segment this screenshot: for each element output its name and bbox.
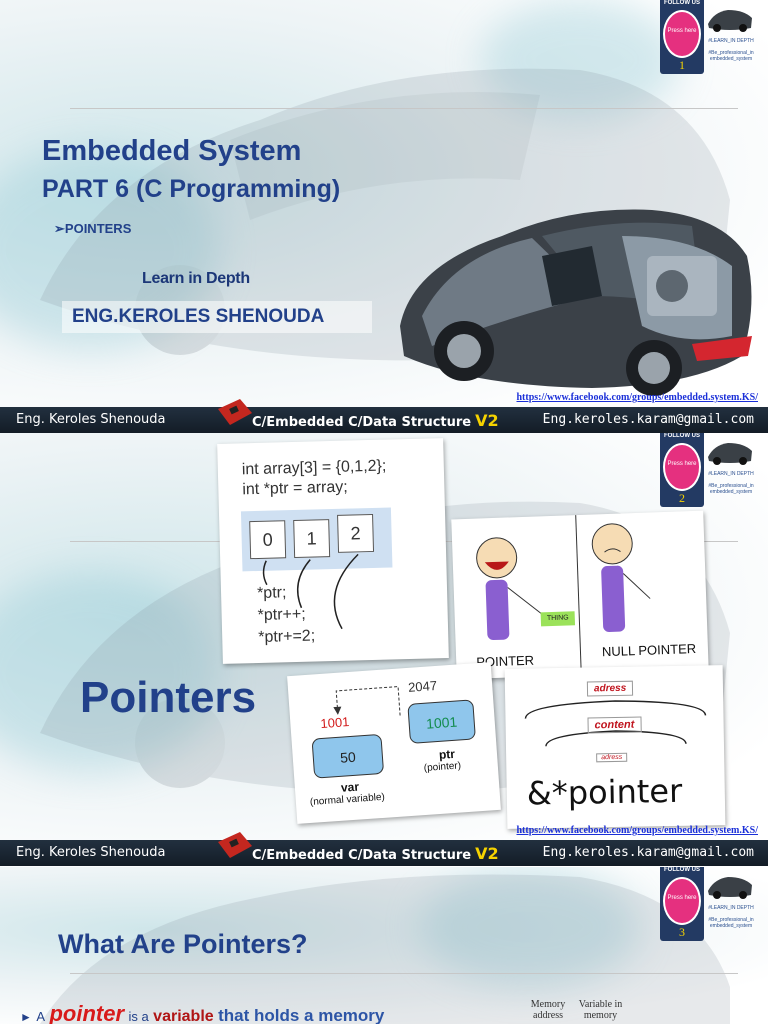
slide-footer: Eng. Keroles Shenouda C/Embedded C/Data … — [0, 832, 768, 866]
badge-hashtag-2: #Be_professional_in embedded_system — [708, 917, 754, 929]
slide-2: Pointers int array[3] = {0,1,2}; int *pt… — [0, 433, 768, 867]
memory-table-header: Memory address Variable in memory — [528, 999, 627, 1021]
follow-us-badge[interactable]: FOLLOW US Press here 3 #LEARN_IN DEPTH #… — [660, 867, 756, 941]
follow-us-badge[interactable]: FOLLOW US Press here 1 #LEARN_IN DEPTH #… — [660, 0, 756, 74]
background-glow — [480, 0, 680, 120]
press-here-label: Press here — [667, 895, 697, 901]
badge-follow-label: FOLLOW US — [664, 867, 700, 873]
footer-email[interactable]: Eng.keroles.karam@gmail.com — [542, 412, 754, 427]
memory-diagram-card: 2047 1001 50 1001 var (normal variable) … — [287, 662, 501, 824]
press-here-button[interactable] — [663, 10, 701, 58]
footer-version: V2 — [475, 411, 499, 430]
topic-label: POINTERS — [64, 221, 132, 236]
press-here-button[interactable] — [663, 443, 701, 491]
variable-in-memory-header: Variable in memory — [578, 999, 623, 1021]
pointer-comic-card: THING POINTER NULL POINTER — [451, 510, 709, 680]
author-banner-bg — [62, 301, 372, 333]
divider-line — [70, 973, 738, 974]
follow-us-badge[interactable]: FOLLOW US Press here 2 #LEARN_IN DEPTH #… — [660, 433, 756, 507]
address-content-card: adress content adress &*pointer — [504, 665, 726, 829]
content-tag: content — [587, 716, 642, 734]
badge-car-icon — [708, 10, 752, 32]
press-here-label: Press here — [667, 28, 697, 34]
slide-footer: Eng. Keroles Shenouda C/Embedded C/Data … — [0, 399, 768, 433]
dev-board-icon — [218, 832, 252, 858]
bullet-rest: that holds a memory — [218, 1006, 385, 1024]
slide-title: Pointers — [80, 673, 257, 722]
badge-car-icon — [708, 877, 752, 899]
slide-title: What Are Pointers? — [58, 929, 308, 959]
tagline: Learn in Depth — [142, 270, 250, 287]
definition-bullet: ► A pointer is a variable that holds a m… — [20, 1001, 384, 1024]
topic-bullet: ➢POINTERS — [54, 221, 131, 237]
badge-hashtag-1: #LEARN_IN DEPTH — [708, 471, 754, 477]
facebook-group-link[interactable]: https://www.facebook.com/groups/embedded… — [516, 392, 759, 403]
slide-number: 1 — [679, 58, 685, 72]
footer-course-label: C/Embedded C/Data Structure — [252, 848, 472, 863]
memory-address-header: Memory address — [530, 999, 566, 1021]
badge-follow-label: FOLLOW US — [664, 433, 700, 439]
arrow-bullet-icon: ➢ — [54, 221, 65, 236]
badge-hashtag-1: #LEARN_IN DEPTH — [708, 38, 754, 44]
footer-version: V2 — [475, 844, 499, 863]
bullet-pointer-word: pointer — [49, 1001, 125, 1024]
stick-figures-image — [476, 523, 651, 641]
reference-arrow-icon — [333, 686, 401, 717]
press-here-button[interactable] — [663, 877, 701, 925]
adress-small-tag: adress — [596, 752, 628, 763]
bullet-a: A — [36, 1009, 46, 1024]
footer-author: Eng. Keroles Shenouda — [16, 845, 166, 860]
dev-board-icon — [218, 399, 252, 425]
array-pointer-card: int array[3] = {0,1,2}; int *ptr = array… — [217, 438, 449, 664]
footer-email[interactable]: Eng.keroles.karam@gmail.com — [542, 845, 754, 860]
arrow-icon — [262, 553, 359, 630]
car-cutaway-image — [400, 209, 752, 396]
slide-subtitle: PART 6 (C Programming) — [42, 175, 341, 203]
divider-line — [70, 108, 738, 109]
background-car-image — [40, 874, 730, 1024]
slide-3: What Are Pointers? ► A pointer is a vari… — [0, 867, 768, 1024]
bullet-is-a: is a — [128, 1009, 149, 1024]
background-glow — [420, 867, 640, 987]
badge-hashtag-1: #LEARN_IN DEPTH — [708, 905, 754, 911]
brace-icon — [524, 700, 707, 747]
badge-car-icon — [708, 443, 752, 465]
badge-hashtag-2: #Be_professional_in embedded_system — [708, 50, 754, 62]
thing-label: THING — [540, 611, 576, 627]
facebook-group-link[interactable]: https://www.facebook.com/groups/embedded… — [516, 825, 759, 836]
slide-title: Embedded System — [42, 135, 302, 167]
footer-course-label: C/Embedded C/Data Structure — [252, 415, 472, 430]
badge-follow-label: FOLLOW US — [664, 0, 700, 6]
background-glow — [0, 573, 220, 773]
slide-number: 2 — [679, 491, 685, 505]
slide-1: Embedded System PART 6 (C Programming) ➢… — [0, 0, 768, 433]
press-here-label: Press here — [667, 461, 697, 467]
badge-hashtag-2: #Be_professional_in embedded_system — [708, 483, 754, 495]
ampersand-pointer-text: &*pointer — [526, 771, 683, 813]
bullet-variable-word: variable — [153, 1008, 214, 1024]
slide-number: 3 — [679, 925, 685, 939]
author-banner: ENG.KEROLES SHENOUDA — [72, 306, 325, 327]
triangle-bullet-icon: ► — [20, 1010, 32, 1024]
footer-author: Eng. Keroles Shenouda — [16, 412, 166, 427]
